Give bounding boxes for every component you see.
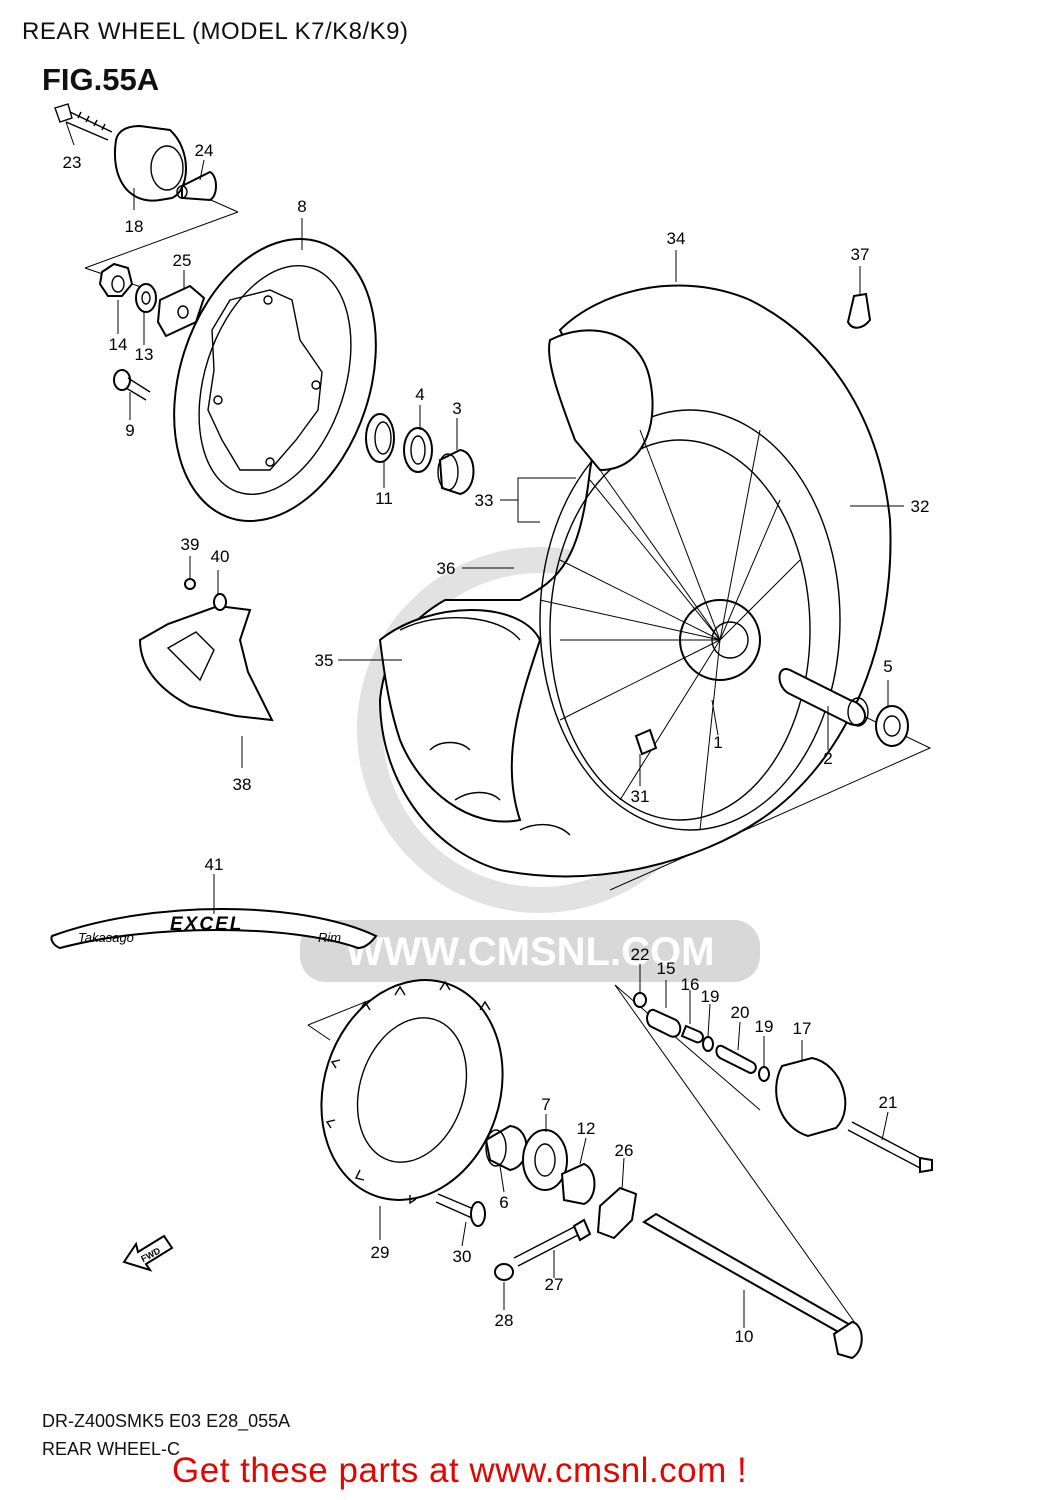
decal-model: EXCEL [170,914,243,935]
rear-axle [642,1212,863,1360]
watermark-text: WWW.CMSNL.COM [346,930,715,974]
disc-bolt [113,369,151,401]
rear-sprocket [320,979,504,1205]
callout-4: 4 [415,385,424,404]
callout-36: 36 [437,559,456,578]
wheel-axle-slider-left [54,103,217,202]
callout-35: 35 [315,651,334,670]
callout-30: 30 [453,1247,472,1266]
diagram-subtitle: REAR WHEEL-C [42,1439,181,1459]
callout-11: 11 [375,489,393,508]
callout-17: 17 [793,1019,812,1038]
callout-10: 10 [735,1327,754,1346]
callout-16: 16 [681,975,700,994]
page-title: REAR WHEEL (MODEL K7/K8/K9) [22,18,409,45]
callout-19b: 19 [755,1017,774,1036]
callout-41: 41 [205,855,224,874]
valve-cap [846,292,872,329]
decal-brand: Takasago [78,930,134,945]
decal-word: Rim [318,930,341,945]
callout-37: 37 [851,245,870,264]
diagram-code: DR-Z400SMK5 E03 E28_055A [42,1411,291,1431]
callout-26: 26 [615,1141,634,1160]
right-side-axle-parts [633,992,933,1174]
callout-3: 3 [452,399,461,418]
callout-numbers: 1 2 3 4 5 6 7 8 9 10 11 12 13 14 15 16 1… [63,141,930,1346]
chain-adjuster-parts [98,262,206,338]
callout-13: 13 [135,345,154,364]
callout-33: 33 [475,491,494,510]
callout-9: 9 [125,421,134,440]
callout-8: 8 [297,197,306,216]
rim-decal: Takasago EXCEL Rim [50,908,378,950]
callout-14: 14 [109,335,128,354]
callout-39: 39 [181,535,200,554]
forward-direction-arrow: FWD [122,1234,174,1272]
wheel-spokes [539,429,801,831]
callout-7: 7 [541,1095,550,1114]
hub-bearings-sprocket-side [484,1124,638,1240]
figure-number: FIG.55A [42,62,160,97]
callout-22: 22 [631,945,650,964]
adjuster-bolt [494,1218,592,1281]
callout-24: 24 [195,141,214,160]
callout-40: 40 [211,547,230,566]
callout-25: 25 [173,251,192,270]
rear-wheel-assembly [378,284,892,878]
callout-1: 1 [713,733,722,752]
callout-29: 29 [371,1243,390,1262]
brake-disc [173,238,377,522]
hub-spacers-right [634,668,909,756]
callout-15: 15 [657,959,676,978]
callout-5: 5 [883,657,892,676]
callout-38: 38 [233,775,252,794]
callout-31: 31 [631,787,650,806]
callout-18: 18 [125,217,144,236]
callout-23: 23 [63,153,82,172]
callout-32: 32 [911,497,930,516]
callout-20: 20 [731,1003,750,1022]
callout-27: 27 [545,1275,564,1294]
callout-21: 21 [879,1093,898,1112]
callout-34: 34 [667,229,686,248]
sprocket-bolt [435,1193,486,1227]
sprocket-guard [138,578,274,722]
callout-6: 6 [499,1193,508,1212]
callout-leader-lines [65,121,904,1328]
promo-banner[interactable]: Get these parts at www.cmsnl.com ! [172,1451,748,1490]
hub-bearings-left [365,413,475,496]
callout-19a: 19 [701,987,720,1006]
callout-2: 2 [823,749,832,768]
callout-12: 12 [577,1119,596,1138]
callout-28: 28 [495,1311,514,1330]
